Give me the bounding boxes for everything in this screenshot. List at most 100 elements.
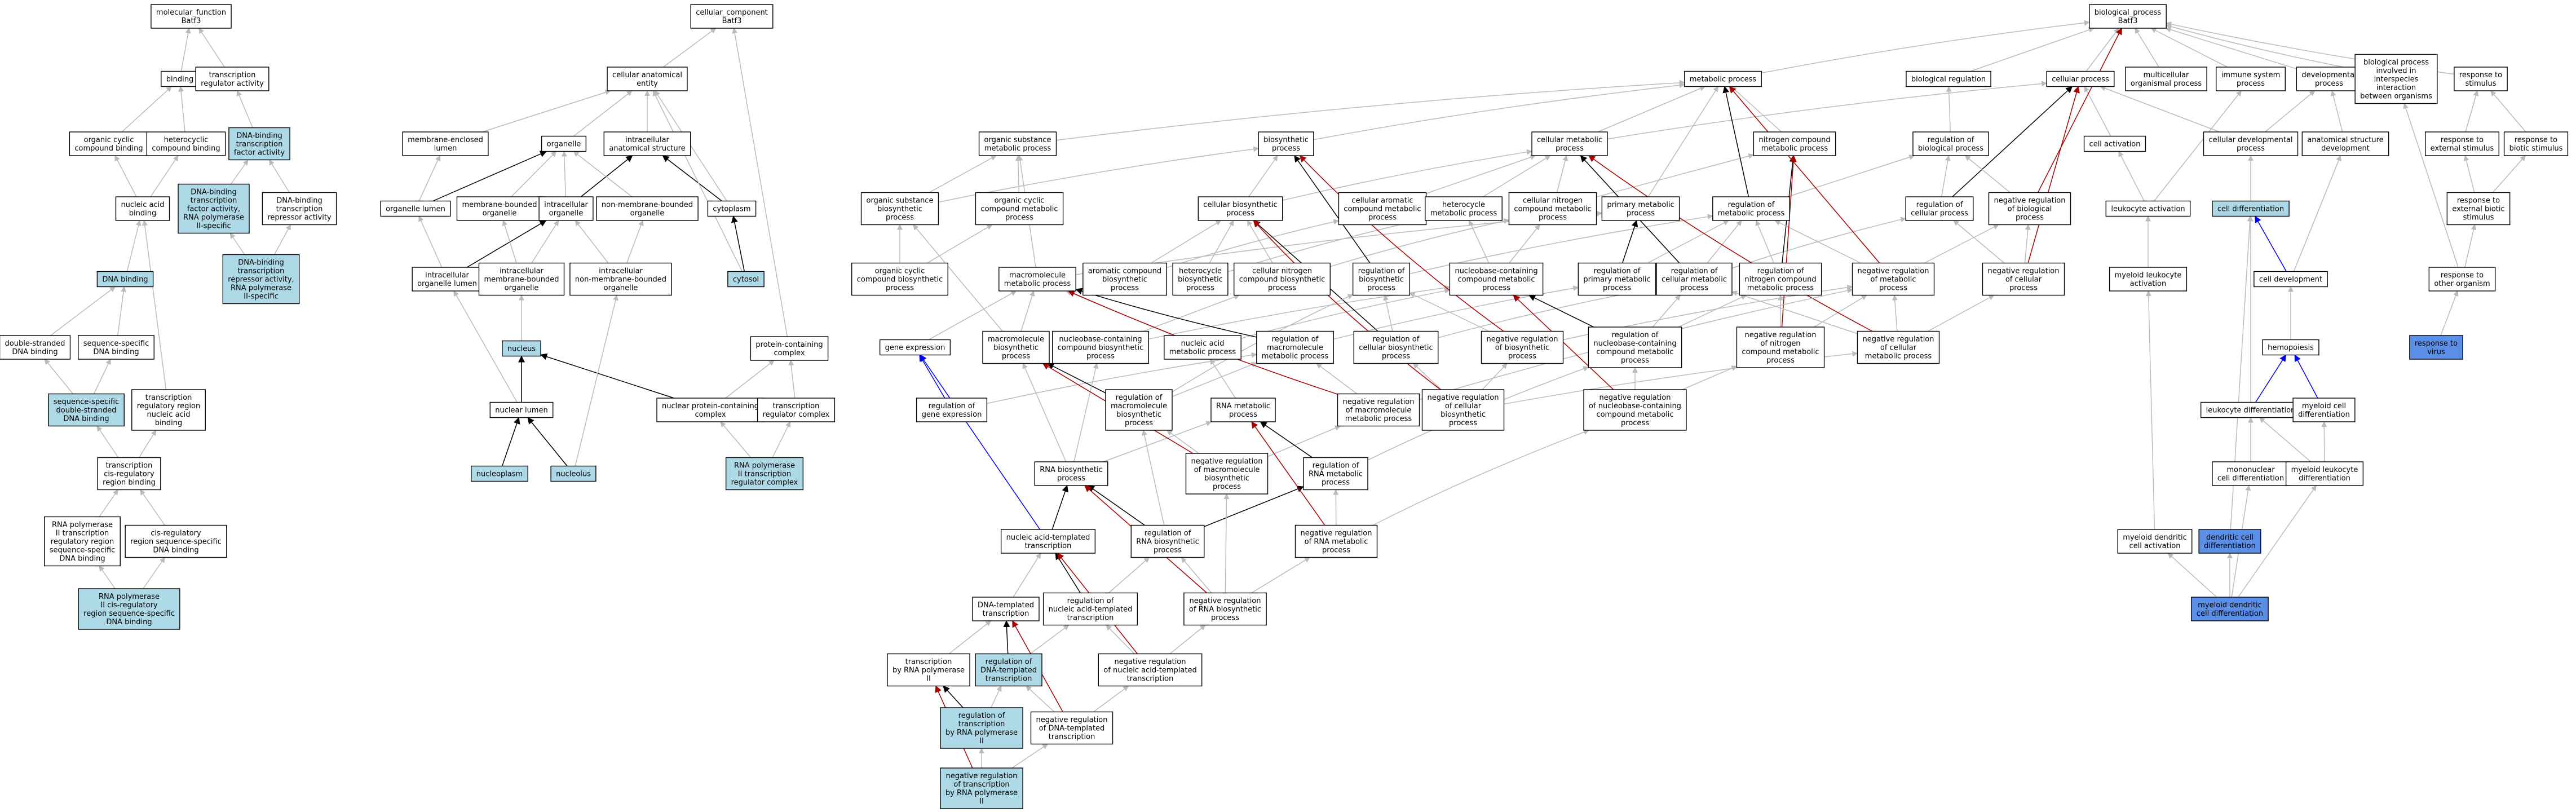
node-rnbcmp[interactable]: regulation ofnucleobase-containingcompou… (1588, 326, 1682, 368)
node-orglumen[interactable]: organelle lumen (380, 200, 451, 217)
node-dnabind[interactable]: DNA binding (96, 271, 154, 288)
node-hemopoiesis[interactable]: hemopoiesis (2262, 339, 2319, 356)
node-metab[interactable]: metabolic process (1684, 70, 1762, 87)
node-binding[interactable]: binding (161, 70, 199, 87)
node-nucleus[interactable]: nucleus (502, 340, 541, 357)
node-organelle[interactable]: organelle (541, 135, 587, 152)
node-bioreg[interactable]: biological regulation (1906, 70, 1991, 87)
node-leukdiff[interactable]: leukocyte differentiation (2200, 401, 2301, 418)
node-inmbo[interactable]: intracellularnon-membrane-boundedorganel… (569, 262, 672, 296)
node-celldiff[interactable]: cell differentiation (2212, 200, 2290, 217)
node-geneexp[interactable]: gene expression (879, 339, 951, 356)
node-nuclumen[interactable]: nuclear lumen (489, 401, 554, 418)
node-cytoplasm[interactable]: cytoplasm (707, 200, 757, 217)
node-leukact[interactable]: leukocyte activation (2105, 200, 2191, 217)
node-rmbp[interactable]: regulation ofmacromoleculebiosyntheticpr… (1105, 389, 1173, 431)
